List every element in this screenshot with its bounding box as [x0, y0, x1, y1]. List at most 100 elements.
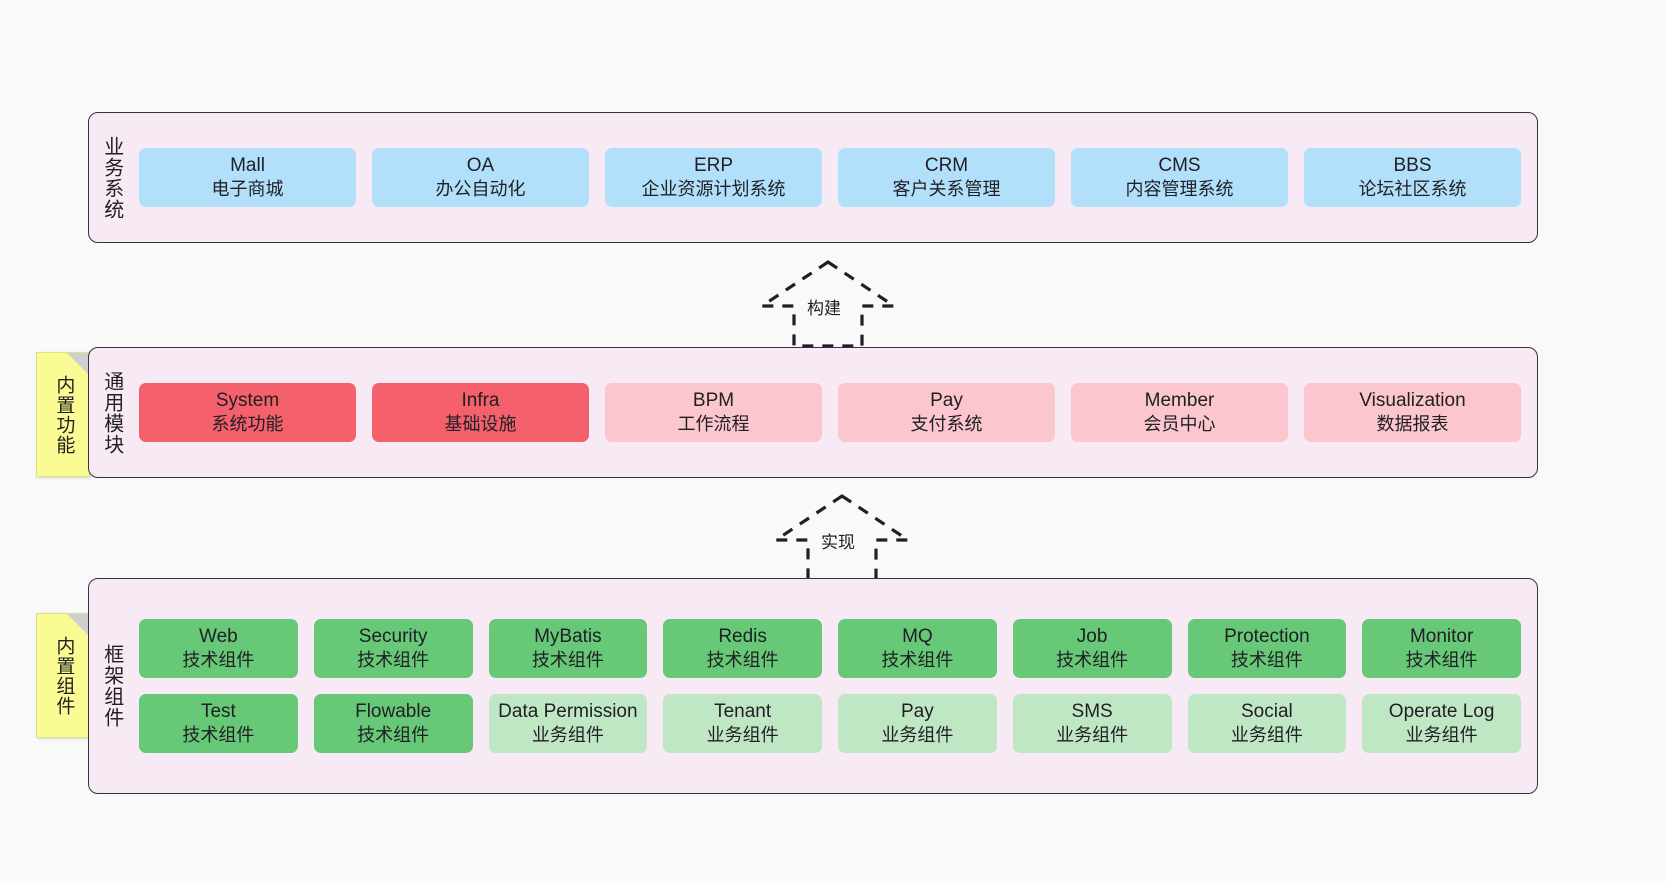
layer-business-system: 业务系统 Mall 电子商城 OA 办公自动化 ERP 企业资源计划系统 CRM… [88, 112, 1538, 243]
layer-label-framework-component: 框架组件 [100, 644, 123, 728]
component-title: Data Permission [498, 701, 638, 722]
component-subtitle: 技术组件 [182, 650, 255, 671]
component-subtitle: 业务组件 [1405, 724, 1478, 745]
module-card-crm[interactable]: CRM 客户关系管理 [838, 148, 1055, 207]
component-card-flowable[interactable]: Flowable 技术组件 [313, 694, 473, 753]
component-title: Monitor [1409, 626, 1474, 648]
row: Test 技术组件 Flowable 技术组件 Data Permission … [139, 694, 1521, 753]
component-card-mq[interactable]: MQ 技术组件 [838, 619, 997, 678]
component-title: Tenant [714, 701, 772, 722]
module-subtitle: 办公自动化 [435, 179, 526, 200]
module-title: Infra [461, 390, 500, 412]
module-subtitle: 系统功能 [211, 414, 284, 435]
component-card-job[interactable]: Job 技术组件 [1012, 619, 1172, 678]
component-subtitle: 业务组件 [706, 724, 779, 745]
component-card-data-permission[interactable]: Data Permission 业务组件 [488, 694, 648, 753]
component-title: Job [1076, 626, 1108, 648]
connector-label-implement: 实现 [818, 528, 858, 553]
module-title: Mall [230, 155, 265, 177]
module-title: BPM [692, 390, 735, 412]
module-title: System [215, 390, 280, 412]
connector-build: 构建 [756, 258, 900, 350]
component-title: Test [200, 701, 236, 722]
component-subtitle: 业务组件 [531, 724, 604, 745]
component-card-monitor[interactable]: Monitor 技术组件 [1362, 619, 1521, 678]
note-builtin-features: 内置功能 [36, 352, 90, 477]
component-title: Pay [901, 701, 934, 722]
component-card-mybatis[interactable]: MyBatis 技术组件 [488, 619, 648, 678]
module-subtitle: 客户关系管理 [892, 179, 1001, 200]
component-subtitle: 业务组件 [1230, 724, 1303, 745]
component-subtitle: 技术组件 [1056, 650, 1129, 671]
module-title: ERP [693, 155, 734, 177]
component-title: Operate Log [1388, 701, 1495, 722]
component-subtitle: 技术组件 [182, 724, 255, 745]
component-subtitle: 技术组件 [357, 724, 430, 745]
module-card-cms[interactable]: CMS 内容管理系统 [1071, 148, 1288, 207]
module-card-bbs[interactable]: BBS 论坛社区系统 [1304, 148, 1521, 207]
row: Mall 电子商城 OA 办公自动化 ERP 企业资源计划系统 CRM 客户关系… [139, 148, 1521, 207]
component-subtitle: 业务组件 [881, 724, 954, 745]
row: System 系统功能 Infra 基础设施 BPM 工作流程 Pay 支付系统… [139, 383, 1521, 442]
module-card-member[interactable]: Member 会员中心 [1071, 383, 1288, 442]
component-subtitle: 技术组件 [1230, 650, 1303, 671]
module-title: CMS [1158, 155, 1201, 177]
component-card-redis[interactable]: Redis 技术组件 [663, 619, 822, 678]
note-text: 内置组件 [53, 635, 75, 716]
component-subtitle: 技术组件 [706, 650, 779, 671]
module-title: BBS [1393, 155, 1432, 177]
component-title: Security [358, 626, 428, 648]
layer-framework-component: 框架组件 Web 技术组件 Security 技术组件 MyBatis 技术组件… [88, 578, 1538, 794]
layer-label-common-module: 通用模块 [100, 370, 123, 455]
module-subtitle: 数据报表 [1376, 414, 1449, 435]
module-subtitle: 内容管理系统 [1125, 179, 1234, 200]
module-card-infra[interactable]: Infra 基础设施 [372, 383, 589, 442]
component-subtitle: 技术组件 [1405, 650, 1478, 671]
component-title: Web [199, 626, 238, 648]
module-subtitle: 支付系统 [910, 414, 983, 435]
component-subtitle: 技术组件 [531, 650, 604, 671]
module-subtitle: 工作流程 [677, 414, 750, 435]
module-card-erp[interactable]: ERP 企业资源计划系统 [605, 148, 822, 207]
component-card-sms[interactable]: SMS 业务组件 [1012, 694, 1172, 753]
component-title: SMS [1071, 701, 1113, 722]
layer-body-framework-component: Web 技术组件 Security 技术组件 MyBatis 技术组件 Redi… [133, 579, 1537, 793]
layer-label-business-system: 业务系统 [100, 135, 123, 220]
module-card-oa[interactable]: OA 办公自动化 [372, 148, 589, 207]
module-subtitle: 企业资源计划系统 [641, 179, 786, 200]
component-title: MQ [902, 626, 933, 648]
component-title: Social [1241, 701, 1293, 722]
component-card-protection[interactable]: Protection 技术组件 [1187, 619, 1347, 678]
module-subtitle: 论坛社区系统 [1358, 179, 1467, 200]
module-title: Visualization [1359, 390, 1466, 412]
component-title: Protection [1224, 626, 1310, 648]
module-title: CRM [924, 155, 969, 177]
layer-body-business-system: Mall 电子商城 OA 办公自动化 ERP 企业资源计划系统 CRM 客户关系… [133, 113, 1537, 242]
component-title: Flowable [355, 701, 432, 722]
component-card-security[interactable]: Security 技术组件 [313, 619, 473, 678]
module-subtitle: 会员中心 [1143, 414, 1216, 435]
note-text: 内置功能 [53, 374, 75, 455]
module-subtitle: 电子商城 [211, 179, 284, 200]
module-title: OA [466, 155, 495, 177]
module-card-bpm[interactable]: BPM 工作流程 [605, 383, 822, 442]
module-title: Member [1144, 390, 1215, 412]
component-subtitle: 技术组件 [357, 650, 430, 671]
component-subtitle: 技术组件 [881, 650, 954, 671]
component-card-test[interactable]: Test 技术组件 [139, 694, 298, 753]
module-title: Pay [930, 390, 963, 412]
module-card-system[interactable]: System 系统功能 [139, 383, 356, 442]
module-card-pay[interactable]: Pay 支付系统 [838, 383, 1055, 442]
module-subtitle: 基础设施 [444, 414, 517, 435]
module-card-visualization[interactable]: Visualization 数据报表 [1304, 383, 1521, 442]
component-card-web[interactable]: Web 技术组件 [139, 619, 298, 678]
component-card-social[interactable]: Social 业务组件 [1187, 694, 1347, 753]
module-card-mall[interactable]: Mall 电子商城 [139, 148, 356, 207]
component-card-operate-log[interactable]: Operate Log 业务组件 [1362, 694, 1521, 753]
component-subtitle: 业务组件 [1056, 724, 1129, 745]
component-card-pay[interactable]: Pay 业务组件 [838, 694, 997, 753]
component-title: MyBatis [534, 626, 602, 648]
component-card-tenant[interactable]: Tenant 业务组件 [663, 694, 822, 753]
layer-common-module: 通用模块 System 系统功能 Infra 基础设施 BPM 工作流程 Pay… [88, 347, 1538, 478]
